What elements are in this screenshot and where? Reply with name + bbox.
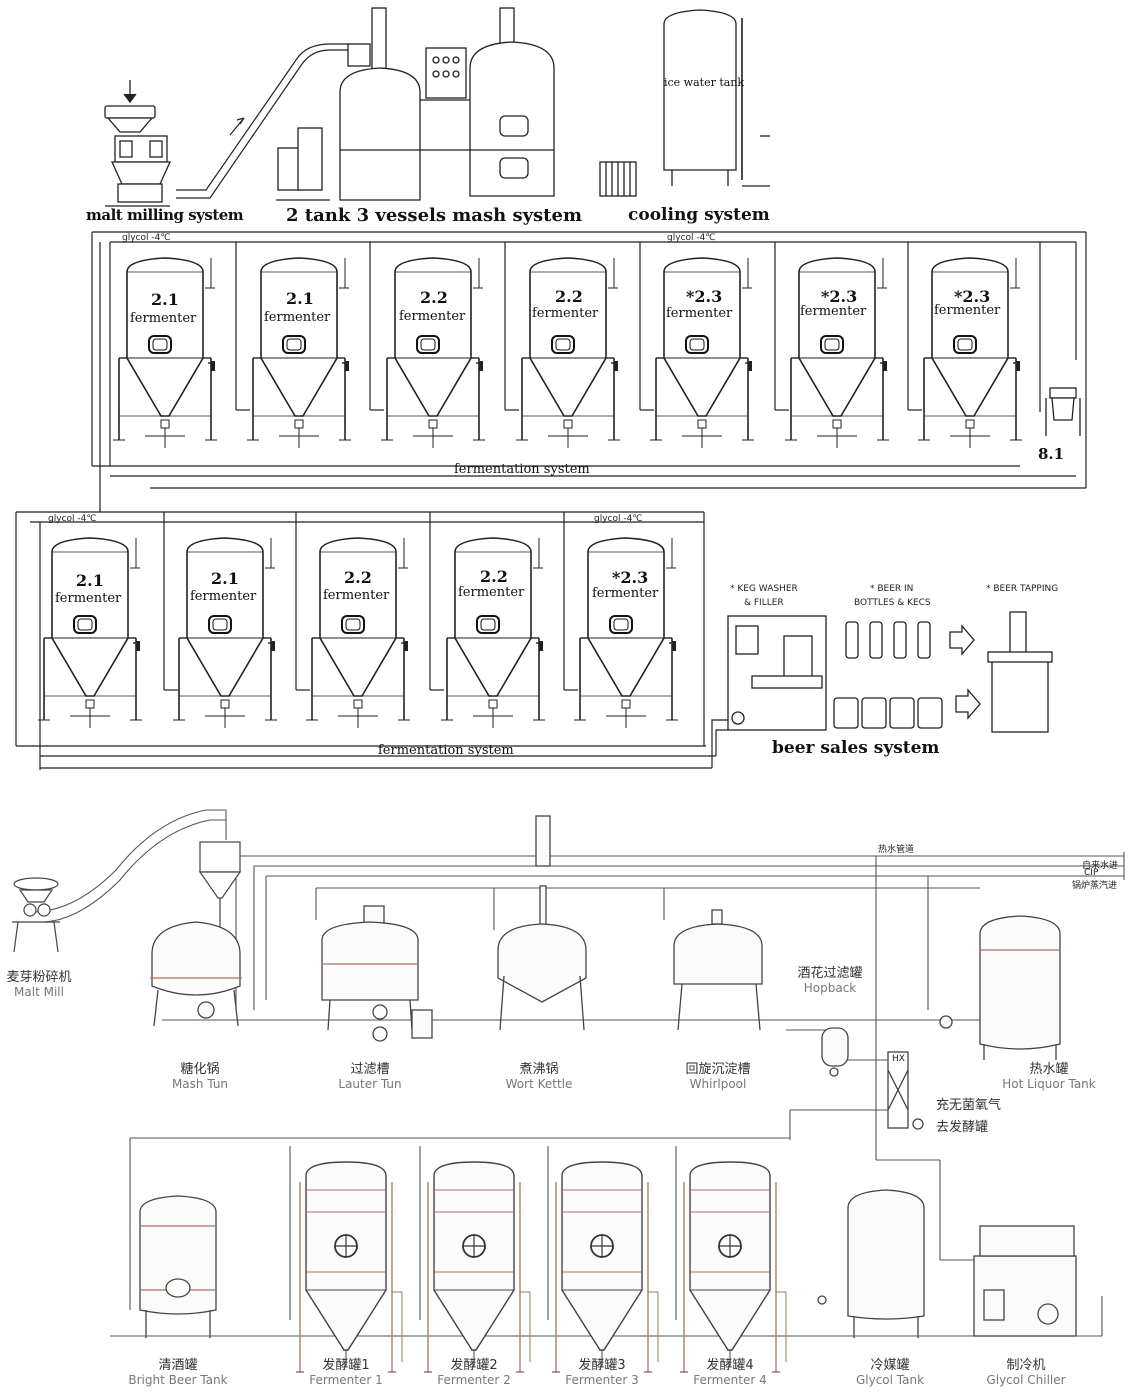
label-keg-washer-2: & FILLER	[744, 598, 784, 608]
fermenter-row1-7-name: fermenter	[934, 303, 1001, 318]
mash-system-drawing	[276, 7, 555, 201]
wort-kettle-drawing	[497, 815, 587, 1031]
label-ice-water-tank: ice water tank	[664, 76, 745, 89]
label-tap-water: 自来水进	[1082, 861, 1119, 871]
label-glycol-2: glycol -4℃	[667, 233, 716, 243]
fermenter-row2-3-code: 2.2	[344, 568, 372, 587]
whirlpool-drawing	[673, 909, 763, 1031]
label-hx: HX	[892, 1054, 905, 1064]
label-beer-in-1: * BEER IN	[870, 584, 914, 594]
fermenter-row1-4-code: 2.2	[555, 287, 583, 306]
fermenter-row1-1-code: 2.1	[151, 290, 179, 309]
label-cip: CIP	[1084, 868, 1099, 878]
fermenter-row1-3-name: fermenter	[399, 309, 466, 324]
fermenter-row1-2-code: 2.1	[286, 289, 314, 308]
beer-sales-drawing	[727, 611, 1053, 733]
hot-liquor-tank-drawing	[939, 915, 1061, 1060]
fermenter-row2-2-name: fermenter	[190, 589, 257, 604]
fermenter-row1-7-code: *2.3	[954, 287, 991, 306]
label-glycol-1: glycol -4℃	[122, 233, 171, 243]
label-fermentation-system-2: fermentation system	[378, 743, 514, 758]
grist-hopper-drawing	[198, 841, 242, 930]
label-cooling-system: cooling system	[628, 205, 770, 225]
mash-tun-drawing	[150, 921, 242, 1027]
fermenter-row2-3-name: fermenter	[323, 588, 390, 603]
fermenter-row1-2-name: fermenter	[264, 310, 331, 325]
fermenter-row1-6-code: *2.3	[821, 287, 858, 306]
label-hot-water-pipe: 热水管道	[878, 845, 915, 855]
fermenter-row1-5-code: *2.3	[686, 287, 723, 306]
label-beer-sales-system: beer sales system	[772, 738, 940, 758]
lauter-tun-drawing	[321, 905, 433, 1042]
fermenter-row2-1-code: 2.1	[76, 571, 104, 590]
label-to-fermenter: 去发酵罐	[936, 1120, 989, 1135]
label-beer-in-2: BOTTLES & KECS	[854, 598, 931, 608]
fermenter-row2-5-code: *2.3	[612, 568, 649, 587]
label-oxygen: 充无菌氧气	[936, 1098, 1002, 1113]
bottom-fermenter-shapes	[295, 1161, 787, 1373]
fermentation-piping-row1	[91, 231, 1087, 512]
cooling-system-drawing	[599, 9, 770, 197]
label-keg-washer-1: * KEG WASHER	[730, 584, 798, 594]
fermenter-row1-1-name: fermenter	[130, 311, 197, 326]
bright-beer-tank-drawing	[139, 1195, 217, 1338]
label-mash-system: 2 tank 3 vessels mash system	[286, 205, 582, 226]
label-steam: 锅炉蒸汽进	[1072, 881, 1118, 891]
label-unit-81: 8.1	[1038, 445, 1065, 463]
label-glycol-3: glycol -4℃	[48, 514, 97, 524]
fermenter-row1-6-name: fermenter	[800, 304, 867, 319]
label-beer-tapping: * BEER TAPPING	[986, 584, 1059, 594]
malt-mill-drawing	[104, 80, 172, 207]
hopback-drawing	[821, 1027, 849, 1077]
bottom-malt-mill-drawing	[12, 877, 60, 953]
unit-81-drawing	[1045, 387, 1081, 436]
fermenter-row2-4-code: 2.2	[480, 567, 508, 586]
grain-conveyor-drawing	[176, 43, 350, 199]
fermenter-row1-3-code: 2.2	[420, 288, 448, 307]
fermenter-row2-2-code: 2.1	[211, 569, 239, 588]
label-malt-milling-system: malt milling system	[86, 206, 244, 224]
glycol-tank-drawing	[817, 1189, 925, 1338]
fermenter-row1-5-name: fermenter	[666, 306, 733, 321]
label-fermentation-system-1: fermentation system	[454, 462, 590, 477]
bottom-piping	[35, 809, 1125, 1337]
fermenter-row2-1-name: fermenter	[55, 591, 122, 606]
fermenter-row1-4-name: fermenter	[532, 306, 599, 321]
fermenter-row2-5-name: fermenter	[592, 586, 659, 601]
fermentation-piping-row2	[15, 511, 728, 770]
glycol-chiller-drawing	[973, 1225, 1077, 1337]
fermenter-row2-4-name: fermenter	[458, 585, 525, 600]
label-glycol-4: glycol -4℃	[594, 514, 643, 524]
heat-exchanger-drawing	[887, 1051, 924, 1130]
fermenter-row2-shapes	[37, 537, 679, 729]
